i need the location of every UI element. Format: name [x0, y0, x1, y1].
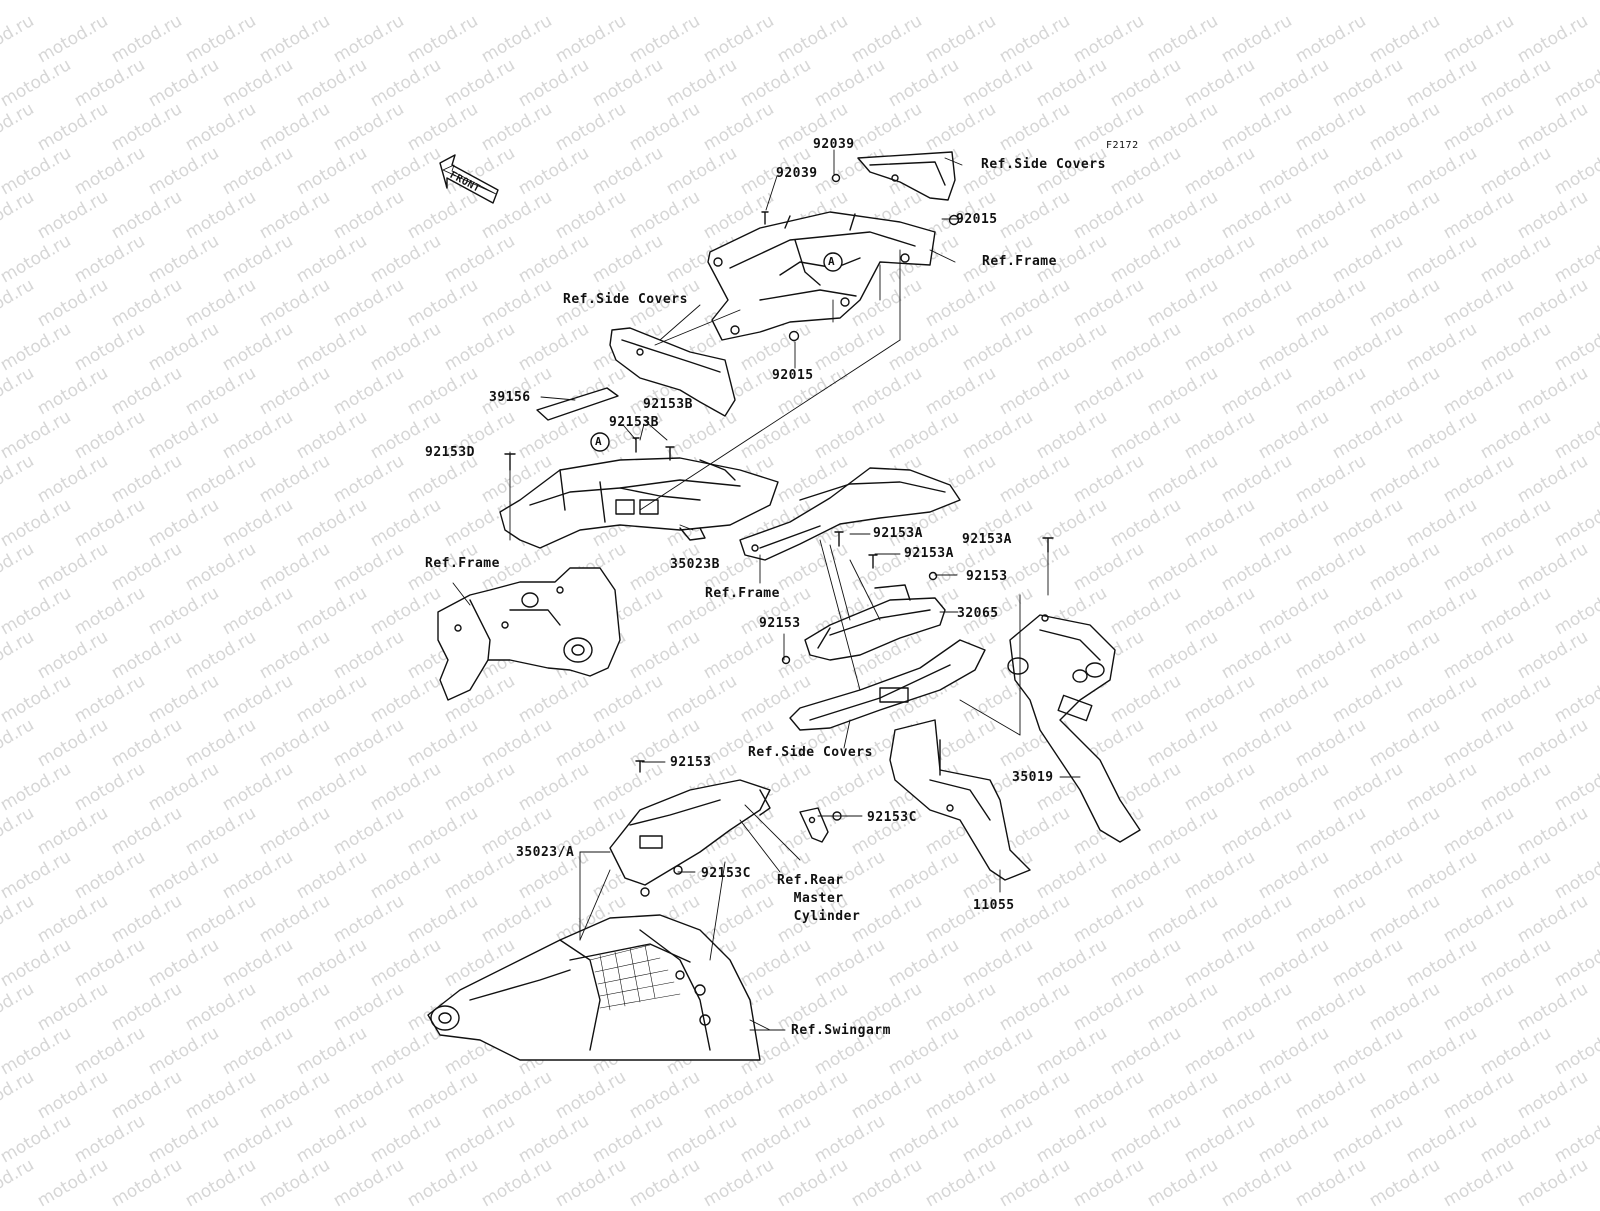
part-label-92015-bottom: 92015 — [772, 368, 814, 383]
bracket-32065 — [804, 584, 946, 661]
undertray-35023b — [499, 457, 779, 549]
figure-code: F2172 — [1106, 140, 1139, 151]
pad-strip — [536, 387, 619, 421]
part-label-35023b: 35023B — [670, 557, 720, 572]
part-label-32065: 32065 — [957, 606, 999, 621]
callout-circle-a-left — [590, 432, 610, 452]
part-label-92153a-right: 92153A — [962, 532, 1012, 547]
part-label-92153b-lower: 92153B — [609, 415, 659, 430]
part-label-92153-bottom: 92153 — [670, 755, 712, 770]
license-holder-35019 — [1007, 614, 1141, 843]
ref-label-rear-master-cylinder: Ref.Rear Master Cylinder — [777, 873, 861, 924]
side-cover-top — [857, 151, 956, 201]
ref-label-frame-left: Ref.Frame — [425, 556, 500, 571]
side-cover-left — [609, 327, 736, 417]
master-cylinder-bracket — [799, 807, 829, 843]
ref-label-frame-mid: Ref.Frame — [705, 586, 780, 601]
swingarm — [427, 914, 761, 1061]
part-label-92039-top: 92039 — [813, 137, 855, 152]
ref-label-side-covers-bottom: Ref.Side Covers — [748, 745, 873, 760]
swingarm-mesh — [589, 944, 681, 1011]
side-cover-lower — [789, 639, 986, 731]
ref-label-side-covers-top: Ref.Side Covers — [981, 157, 1106, 172]
bracket-11055 — [889, 719, 1031, 881]
ref-label-side-covers-left: Ref.Side Covers — [563, 292, 688, 307]
part-label-92153b-upper: 92153B — [643, 397, 693, 412]
part-label-92153a-first: 92153A — [873, 526, 923, 541]
callout-circle-a-right — [823, 252, 843, 272]
rear-subframe-assembly — [707, 211, 936, 341]
callout-a-right: A — [828, 255, 836, 268]
ref-label-frame-top: Ref.Frame — [982, 254, 1057, 269]
part-label-92039-second: 92039 — [776, 166, 818, 181]
front-arrow-icon — [439, 154, 499, 204]
part-label-92153-left: 92153 — [759, 616, 801, 631]
part-label-35019: 35019 — [1012, 770, 1054, 785]
part-label-92015-right: 92015 — [956, 212, 998, 227]
frame-mid-right — [739, 467, 961, 561]
part-label-92153d: 92153D — [425, 445, 475, 460]
part-label-35023a: 35023/A — [516, 845, 575, 860]
leader-lines — [452, 149, 1081, 1031]
rear-fender-35023a — [609, 779, 771, 897]
part-label-92153c-left: 92153C — [701, 866, 751, 881]
part-label-39156: 39156 — [489, 390, 531, 405]
frame-left-stub — [437, 567, 621, 701]
ref-label-swingarm: Ref.Swingarm — [791, 1023, 891, 1038]
callout-a-left: A — [595, 435, 603, 448]
part-label-11055: 11055 — [973, 898, 1015, 913]
part-label-92153-right: 92153 — [966, 569, 1008, 584]
part-label-92153c-right: 92153C — [867, 810, 917, 825]
part-label-92153a-second: 92153A — [904, 546, 954, 561]
